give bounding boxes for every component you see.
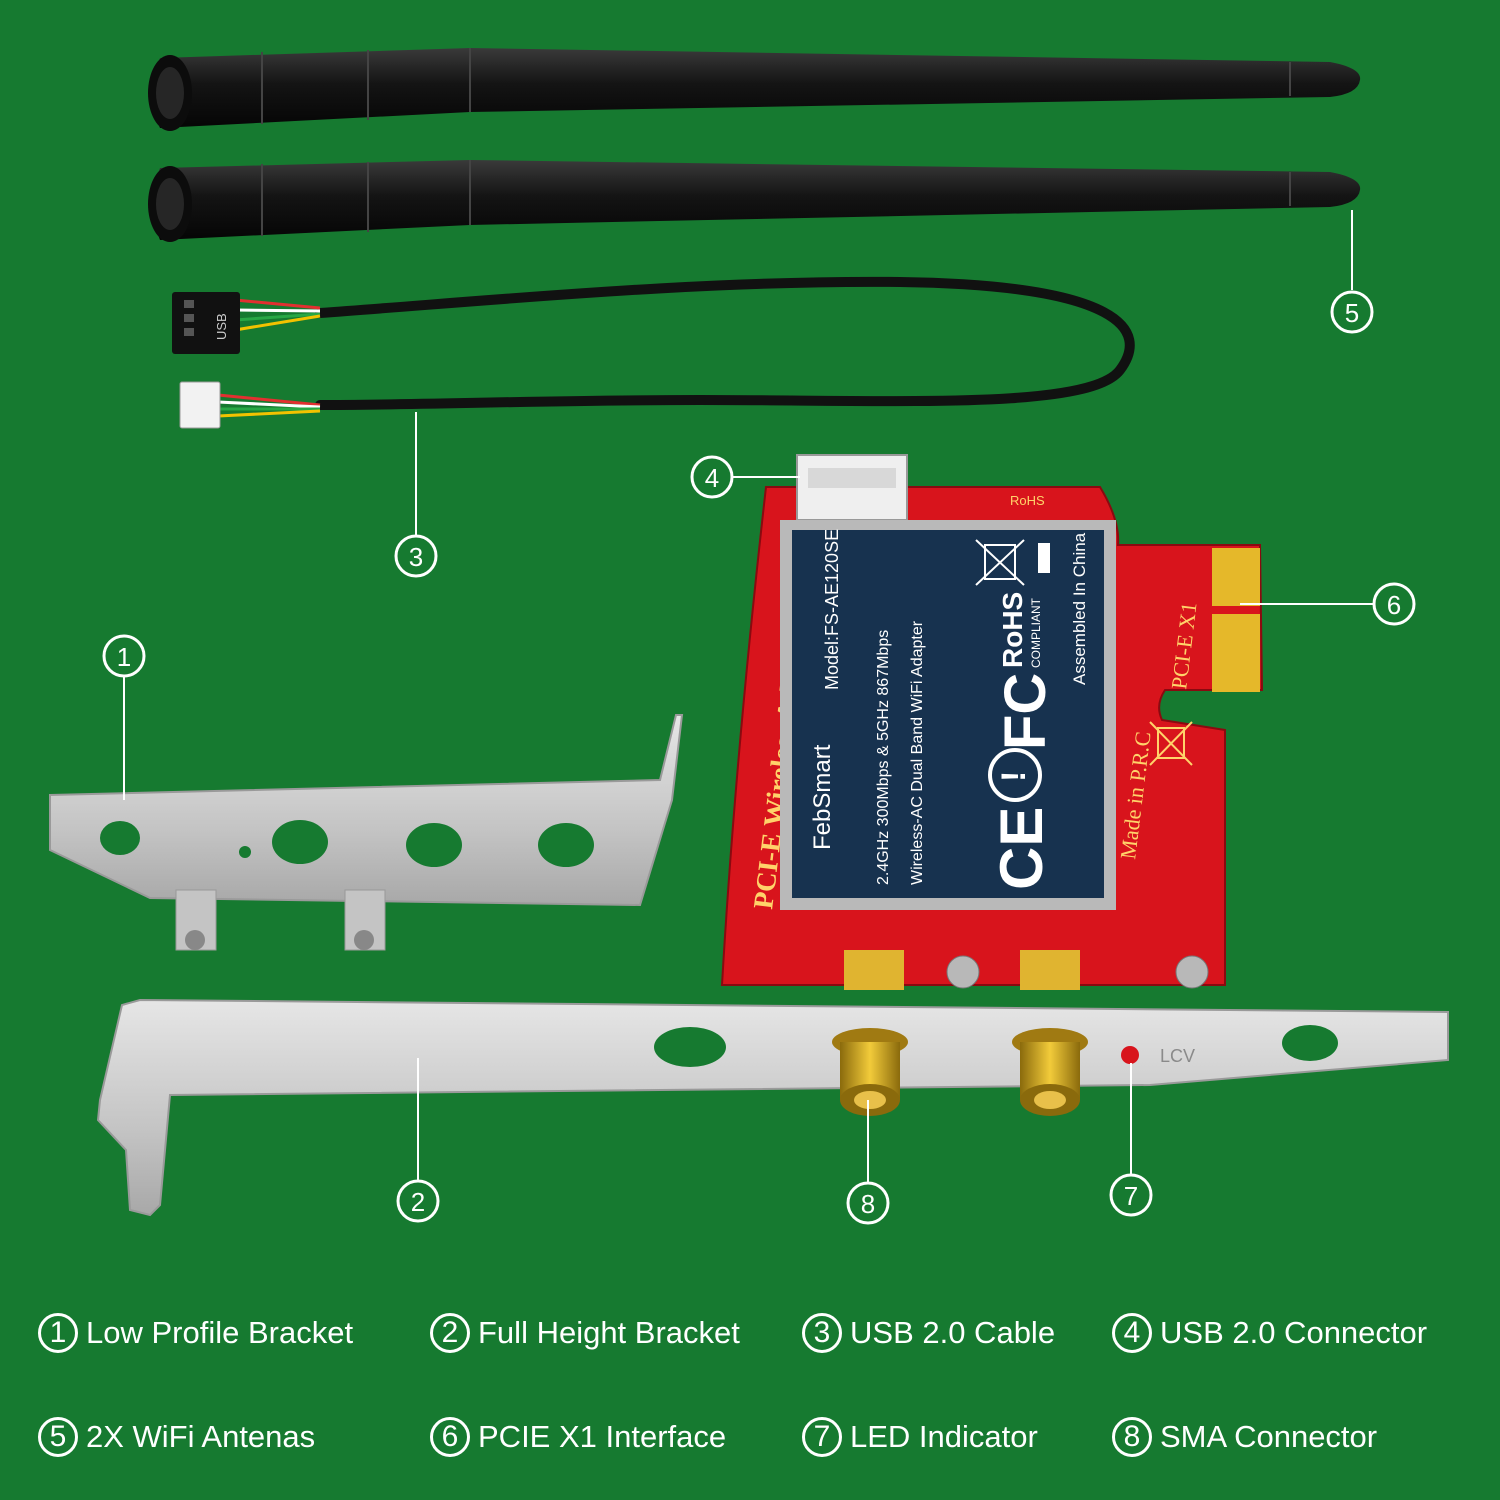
legend-item-5: 5 2X WiFi Antenas: [38, 1417, 315, 1457]
label-ce-mark: CE: [988, 807, 1055, 890]
legend-item-6: 6 PCIE X1 Interface: [430, 1417, 726, 1457]
svg-text:2: 2: [411, 1187, 425, 1217]
legend-item-8: 8 SMA Connector: [1112, 1417, 1377, 1457]
warning-icon: [988, 748, 1042, 802]
legend-label: SMA Connector: [1160, 1419, 1378, 1454]
usb-header-label: USB: [214, 313, 229, 340]
legend-number: 1: [38, 1313, 78, 1353]
low-profile-bracket: [49, 714, 684, 951]
screw: [946, 955, 980, 989]
legend-label: Low Profile Bracket: [86, 1315, 354, 1350]
pcie-gold-fingers: [1212, 548, 1260, 692]
callout-lines: [123, 210, 1373, 1182]
svg-text:!: !: [995, 771, 1033, 782]
silkscreen-rohs: RoHS: [1010, 493, 1045, 508]
svg-text:3: 3: [409, 542, 423, 572]
led-hole: [1121, 1046, 1139, 1064]
card-label: FebSmart Model:FS-AE120SE 2.4GHz 300Mbps…: [780, 520, 1116, 910]
legend-item-3: 3 USB 2.0 Cable: [802, 1313, 1055, 1353]
callout-1: 1: [102, 634, 146, 678]
legend-number: 8: [1112, 1417, 1152, 1457]
full-height-bracket: LCV: [96, 998, 1449, 1217]
antenna-top: [148, 48, 1361, 131]
svg-text:7: 7: [1124, 1181, 1138, 1211]
legend-label: USB 2.0 Connector: [1160, 1315, 1428, 1350]
legend-number: 6: [430, 1417, 470, 1457]
legend-label: 2X WiFi Antenas: [86, 1419, 316, 1454]
svg-text:6: 6: [1387, 590, 1401, 620]
usb-cable: USB: [172, 276, 1135, 429]
legend-number: 2: [430, 1313, 470, 1353]
label-description: Wireless-AC Dual Band WiFi Adapter: [909, 620, 926, 885]
legend-label: LED Indicator: [850, 1419, 1038, 1454]
weee-icon: [975, 539, 1025, 586]
legend-item-2: 2 Full Height Bracket: [430, 1313, 740, 1353]
label-brand: FebSmart: [809, 744, 836, 850]
legend-label: USB 2.0 Cable: [850, 1315, 1056, 1350]
callout-5: 5: [1330, 290, 1374, 334]
svg-text:1: 1: [117, 642, 131, 672]
legend-item-4: 4 USB 2.0 Connector: [1112, 1313, 1427, 1353]
pcb-weee-icon: [1149, 721, 1193, 766]
screw: [1175, 955, 1209, 989]
label-model: Model:FS-AE120SE: [822, 529, 842, 690]
led-text: LCV: [1160, 1046, 1195, 1066]
legend: 1 Low Profile Bracket 2 Full Height Brac…: [0, 1290, 1500, 1490]
label-assembled: Assembled In China: [1070, 532, 1089, 685]
callout-2: 2: [396, 1179, 440, 1223]
label-fcc-mark: FC: [993, 673, 1058, 750]
svg-text:8: 8: [861, 1189, 875, 1219]
sma-connector-left: [832, 1028, 908, 1116]
legend-item-1: 1 Low Profile Bracket: [38, 1313, 353, 1353]
legend-label: PCIE X1 Interface: [478, 1419, 727, 1454]
legend-number: 5: [38, 1417, 78, 1457]
label-rohs-mark: RoHS: [997, 592, 1028, 668]
callout-3: 3: [394, 534, 438, 578]
label-speeds: 2.4GHz 300Mbps & 5GHz 867Mbps: [875, 630, 892, 885]
label-rohs-compliant: COMPLIANT: [1029, 597, 1043, 668]
svg-text:4: 4: [705, 463, 719, 493]
sma-connector-right: [1012, 1028, 1088, 1116]
svg-text:5: 5: [1345, 298, 1359, 328]
callout-6: 6: [1372, 582, 1416, 626]
legend-number: 4: [1112, 1313, 1152, 1353]
callout-8: 8: [846, 1181, 890, 1225]
wifi-card: PCI-E Wireless Adapter Made in P.R.C PCI…: [720, 454, 1264, 990]
legend-item-7: 7 LED Indicator: [802, 1417, 1038, 1457]
antenna-bottom: [148, 160, 1361, 242]
callout-4: 4: [690, 455, 734, 499]
callout-7: 7: [1109, 1173, 1153, 1217]
legend-number: 3: [802, 1313, 842, 1353]
legend-label: Full Height Bracket: [478, 1315, 740, 1350]
legend-number: 7: [802, 1417, 842, 1457]
